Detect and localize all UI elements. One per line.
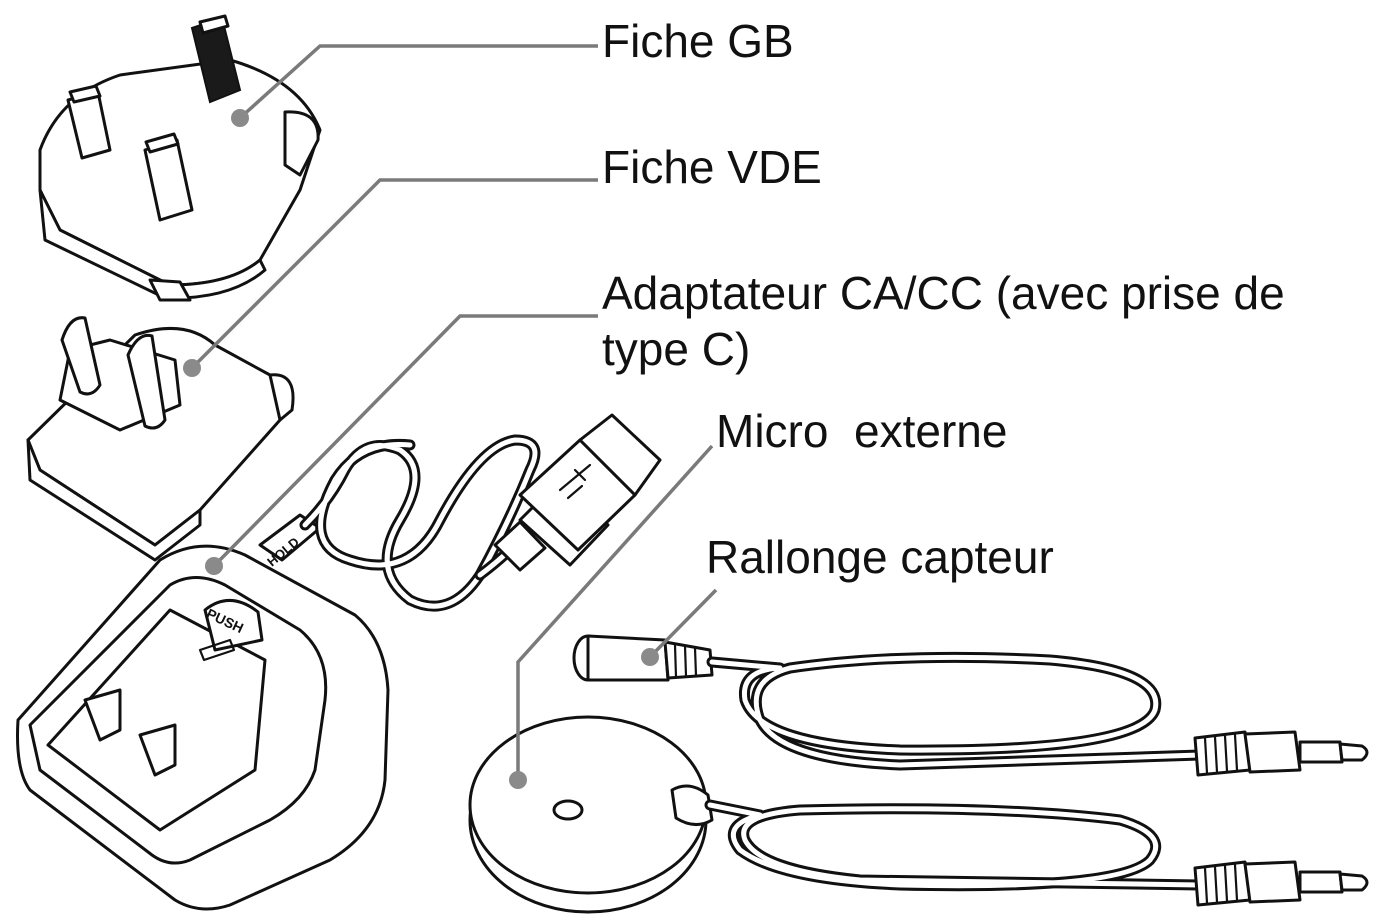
leader-fiche-gb [238,44,598,120]
uk-plug [38,14,322,302]
label-fiche-vde: Fiche VDE [602,141,822,193]
leader-lines [183,44,718,789]
label-fiche-gb: Fiche GB [602,15,794,67]
external-mic [468,715,714,914]
leader-fiche-vde [190,178,598,370]
leader-micro [516,444,714,780]
adapter-cable [299,434,541,612]
mic-jack [1193,860,1369,907]
label-adaptateur-line2: type C) [602,323,751,375]
leader-adaptateur [212,314,598,568]
label-rallonge-capteur: Rallonge capteur [706,531,1054,583]
sensor-extension [572,634,1206,771]
label-adaptateur-line1: Adaptateur CA/CC (avec prise de [602,267,1285,319]
leader-rallonge [648,588,718,659]
ac-dc-adapter [16,513,390,911]
usb-c-connector [493,413,662,572]
label-micro-externe: Micro externe [716,405,1008,457]
mic-cable [704,799,1206,892]
sensor-jack [1193,730,1369,777]
vde-plug [26,316,295,562]
